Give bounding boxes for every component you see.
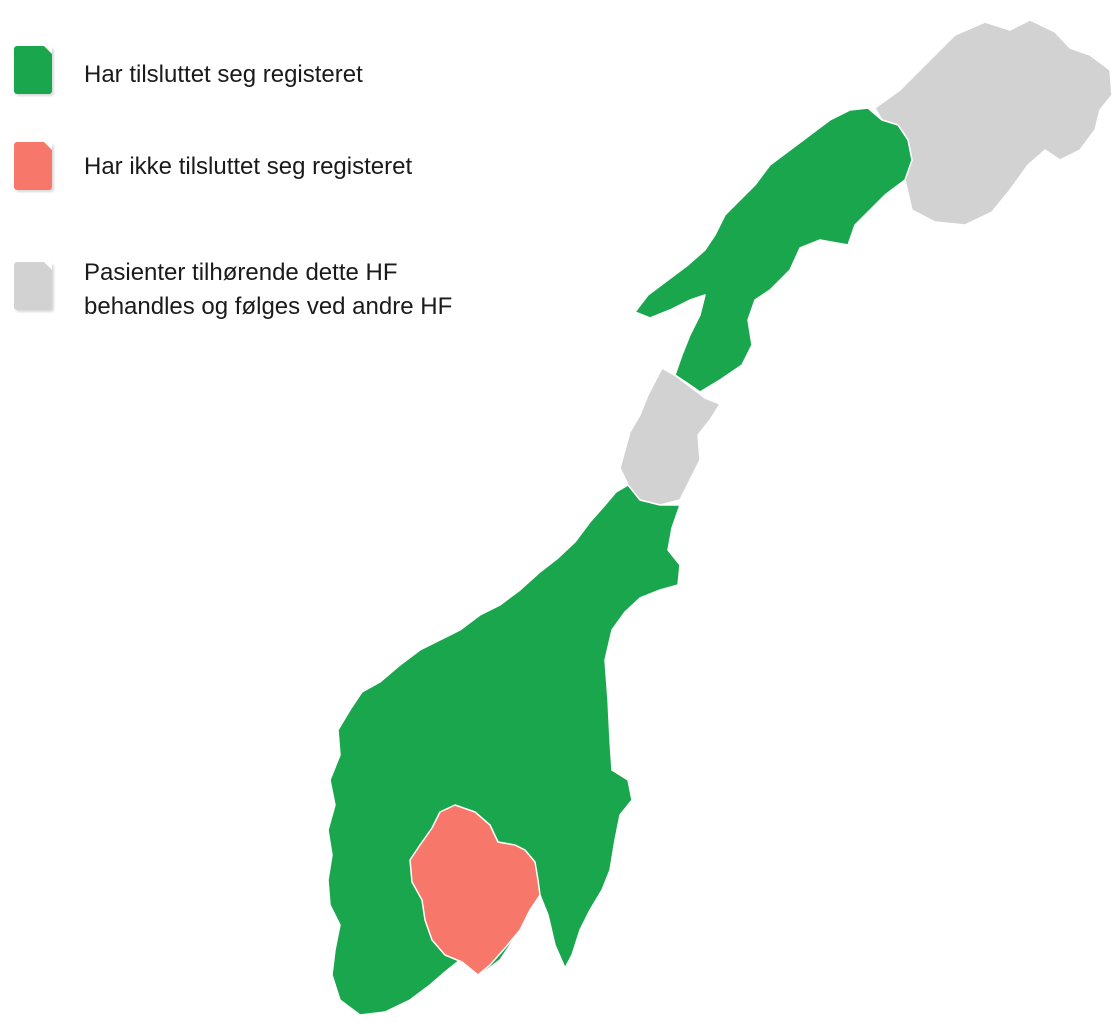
legend-swatch-green (14, 46, 52, 94)
legend-label-joined: Har tilsluttet seg registeret (84, 61, 363, 88)
legend-label-other-hf: Pasienter tilhørende dette HF behandles … (84, 259, 453, 320)
legend-label-not-joined: Har ikke tilsluttet seg registeret (84, 153, 413, 180)
legend-swatch-gray (14, 262, 52, 310)
region-northern-gray (874, 19, 1113, 226)
region-northern-green (634, 107, 913, 393)
region-southeast-salmon (409, 804, 541, 976)
legend-swatch-salmon (14, 142, 52, 190)
region-middle-gray (619, 367, 721, 506)
